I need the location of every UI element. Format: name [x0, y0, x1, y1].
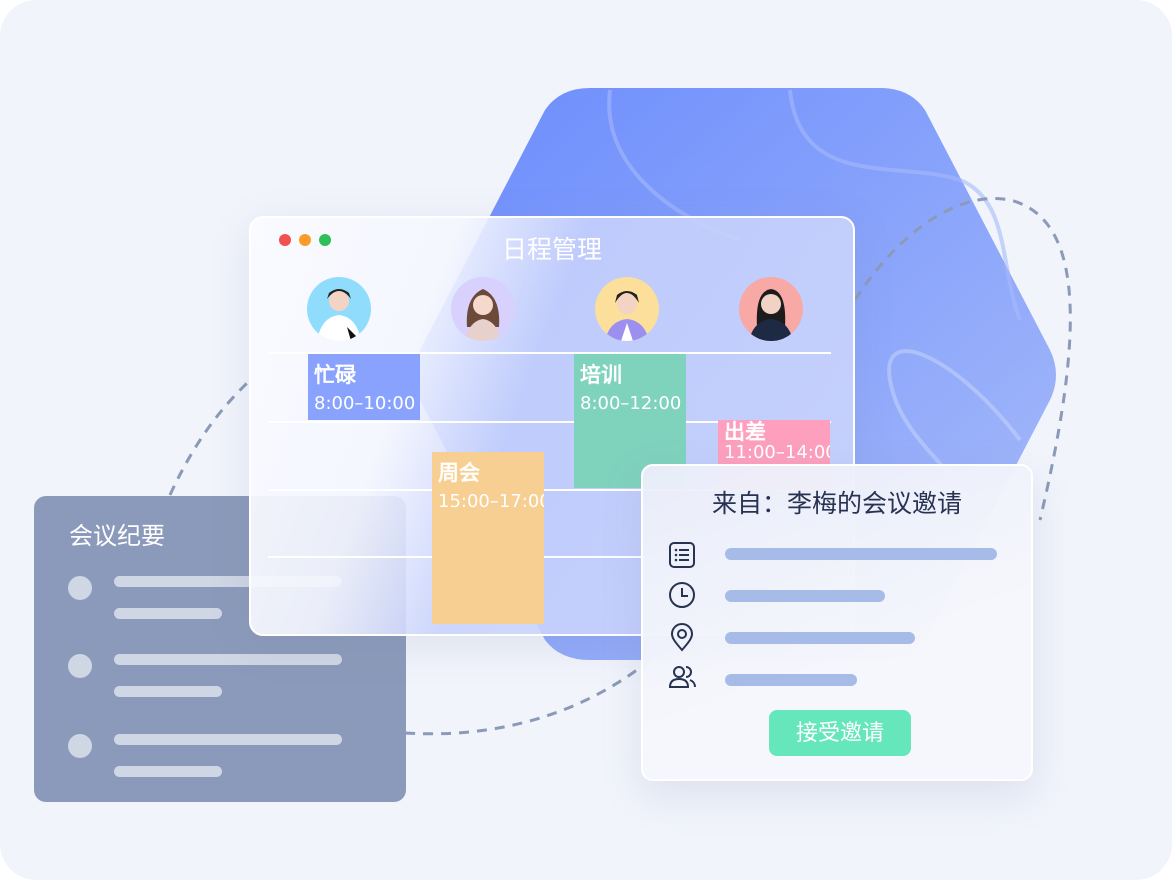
- avatar[interactable]: [451, 277, 515, 341]
- avatar[interactable]: [739, 277, 803, 341]
- detail-line: [725, 590, 885, 602]
- clock-icon: [669, 582, 695, 608]
- bullet-dot: [68, 654, 92, 678]
- event-name: 培训: [580, 363, 622, 387]
- maximize-dot[interactable]: [319, 234, 331, 246]
- bullet-dot: [68, 734, 92, 758]
- event-name: 出差: [724, 420, 766, 444]
- close-dot[interactable]: [279, 234, 291, 246]
- event-time: 15:00–17:00: [438, 491, 544, 512]
- accept-invite-button[interactable]: 接受邀请: [769, 710, 911, 756]
- detail-line: [725, 548, 997, 560]
- event-time: 8:00–10:00: [314, 393, 416, 414]
- meeting-invite-card: 来自：李梅的会议邀请 接受邀请: [641, 464, 1033, 781]
- minutes-title: 会议纪要: [69, 522, 165, 550]
- grid-line: [268, 421, 831, 423]
- placeholder-line: [114, 654, 342, 665]
- bullet-dot: [68, 576, 92, 600]
- event-name: 忙碌: [314, 363, 356, 387]
- detail-line: [725, 632, 915, 644]
- event-name: 周会: [438, 461, 480, 485]
- window-title: 日程管理: [501, 235, 602, 264]
- invite-title: 来自：李梅的会议邀请: [711, 489, 962, 518]
- users-icon: [668, 666, 696, 688]
- grid-line: [268, 489, 831, 491]
- grid-line: [268, 556, 831, 558]
- avatar[interactable]: [595, 277, 659, 341]
- placeholder-line: [114, 608, 222, 619]
- placeholder-line: [114, 576, 342, 587]
- event-time: 8:00–12:00: [580, 393, 682, 414]
- location-icon: [670, 623, 694, 652]
- avatar[interactable]: [307, 277, 371, 341]
- list-icon: [669, 542, 695, 568]
- event-busy[interactable]: 忙碌 8:00–10:00: [308, 354, 420, 420]
- event-weekly-meeting[interactable]: 周会 15:00–17:00: [432, 452, 544, 624]
- detail-line: [725, 674, 857, 686]
- placeholder-line: [114, 766, 222, 777]
- minimize-dot[interactable]: [299, 234, 311, 246]
- event-time: 11:00–14:00: [724, 442, 830, 463]
- placeholder-line: [114, 734, 342, 745]
- grid-line: [268, 352, 831, 354]
- placeholder-line: [114, 686, 222, 697]
